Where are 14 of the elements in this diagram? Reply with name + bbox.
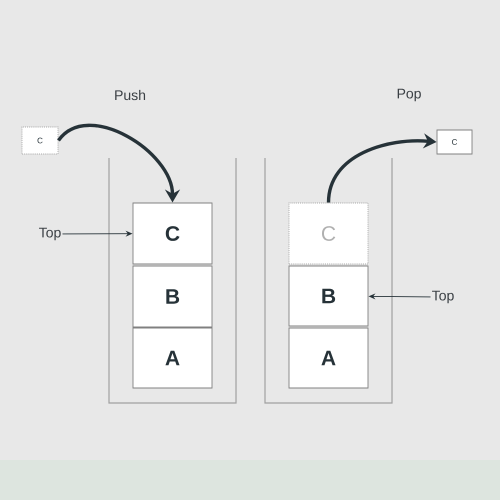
operation-label: Pop (398, 88, 421, 102)
top-label: Top (432, 290, 454, 304)
stack-item-box: C (288, 202, 368, 264)
stack-item-box: B (288, 266, 368, 326)
stack-item-box: A (132, 328, 212, 388)
element-box: C (22, 126, 58, 154)
stack-container (264, 158, 393, 404)
stack-item-box: C (132, 202, 212, 264)
top-label: Top (39, 228, 61, 240)
element-box: C (436, 130, 472, 154)
operation-label: Push (115, 90, 146, 100)
stack-item-box: A (288, 328, 368, 388)
stack-item-box: B (132, 266, 212, 328)
stack-container (108, 158, 237, 404)
